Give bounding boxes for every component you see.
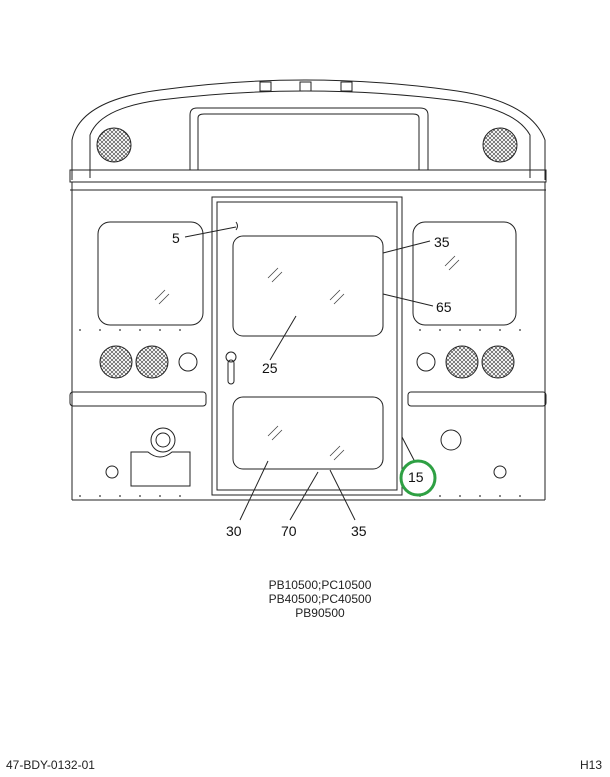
model-line: PB40500;PC40500 — [268, 592, 372, 606]
callout-30: 30 — [226, 523, 242, 539]
callout-5: 5 — [172, 230, 180, 246]
callout-labels: 5 35 65 25 15 30 70 35 — [172, 230, 452, 539]
callout-25: 25 — [262, 360, 278, 376]
page-code: H13 — [579, 758, 602, 772]
bus-body — [69, 79, 547, 501]
model-list: PB10500;PC10500 PB40500;PC40500 PB90500 — [205, 578, 435, 620]
model-line: PB90500 — [295, 606, 345, 620]
highlight-ring — [399, 459, 437, 497]
callout-65: 65 — [436, 299, 452, 315]
callout-15: 15 — [408, 469, 424, 485]
model-line: PB10500;PC10500 — [268, 578, 372, 592]
callout-35-bottom: 35 — [351, 523, 367, 539]
leader-lines — [184, 221, 434, 521]
drawing-id: 47-BDY-0132-01 — [6, 758, 95, 772]
lamp-rims — [178, 352, 436, 372]
lamps — [96, 127, 518, 379]
callout-35-top: 35 — [434, 234, 450, 250]
glass-marks — [154, 255, 460, 461]
callout-70: 70 — [281, 523, 297, 539]
